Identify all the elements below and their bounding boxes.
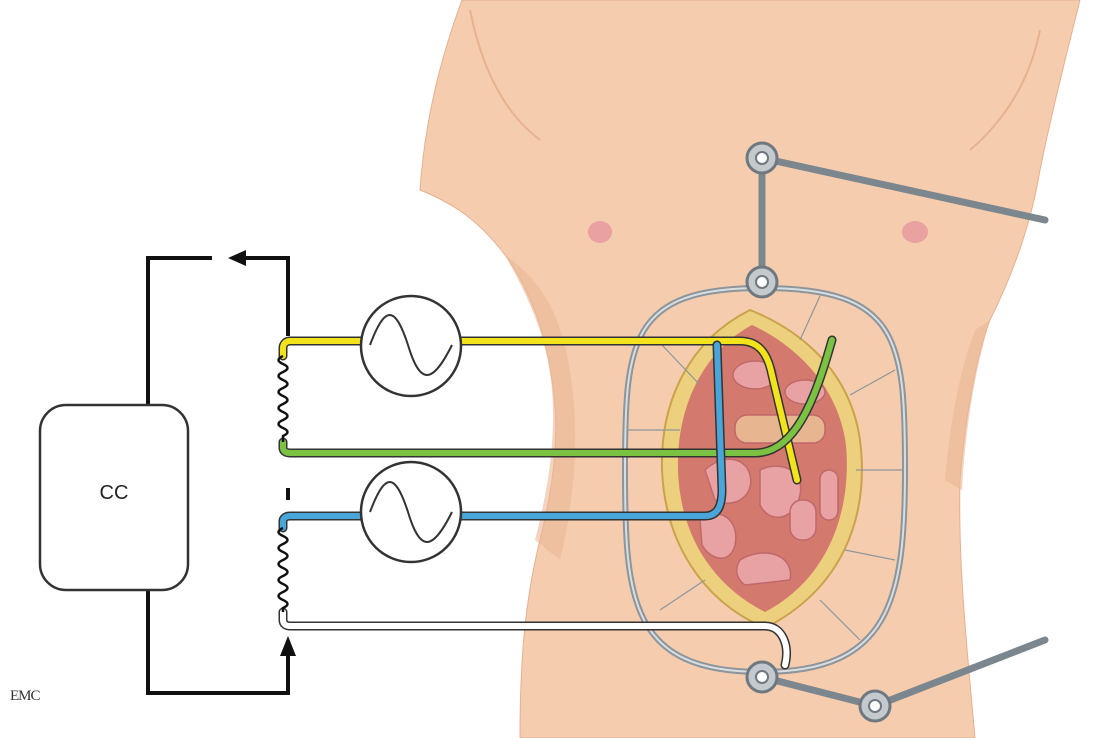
circuit-bottom-path <box>148 590 288 693</box>
ac-source-icon <box>361 296 461 396</box>
circuit-right-path <box>240 258 288 336</box>
arrow-left-icon <box>228 250 246 266</box>
circuit-top-path <box>148 258 212 405</box>
coil-icon <box>279 356 288 442</box>
retractor-joint-icon <box>860 691 890 721</box>
publisher-logo: EMC <box>10 688 40 705</box>
nipple-right <box>902 221 928 243</box>
retractor-joint-icon <box>747 143 777 173</box>
arrow-up-icon <box>280 636 296 656</box>
retractor-joint-icon <box>747 267 777 297</box>
ac-source-icon <box>361 462 461 562</box>
coil-icon <box>279 528 288 612</box>
retractor-joint-icon <box>747 662 777 692</box>
nipple-left <box>588 221 612 243</box>
controller-label: CC <box>40 482 188 505</box>
